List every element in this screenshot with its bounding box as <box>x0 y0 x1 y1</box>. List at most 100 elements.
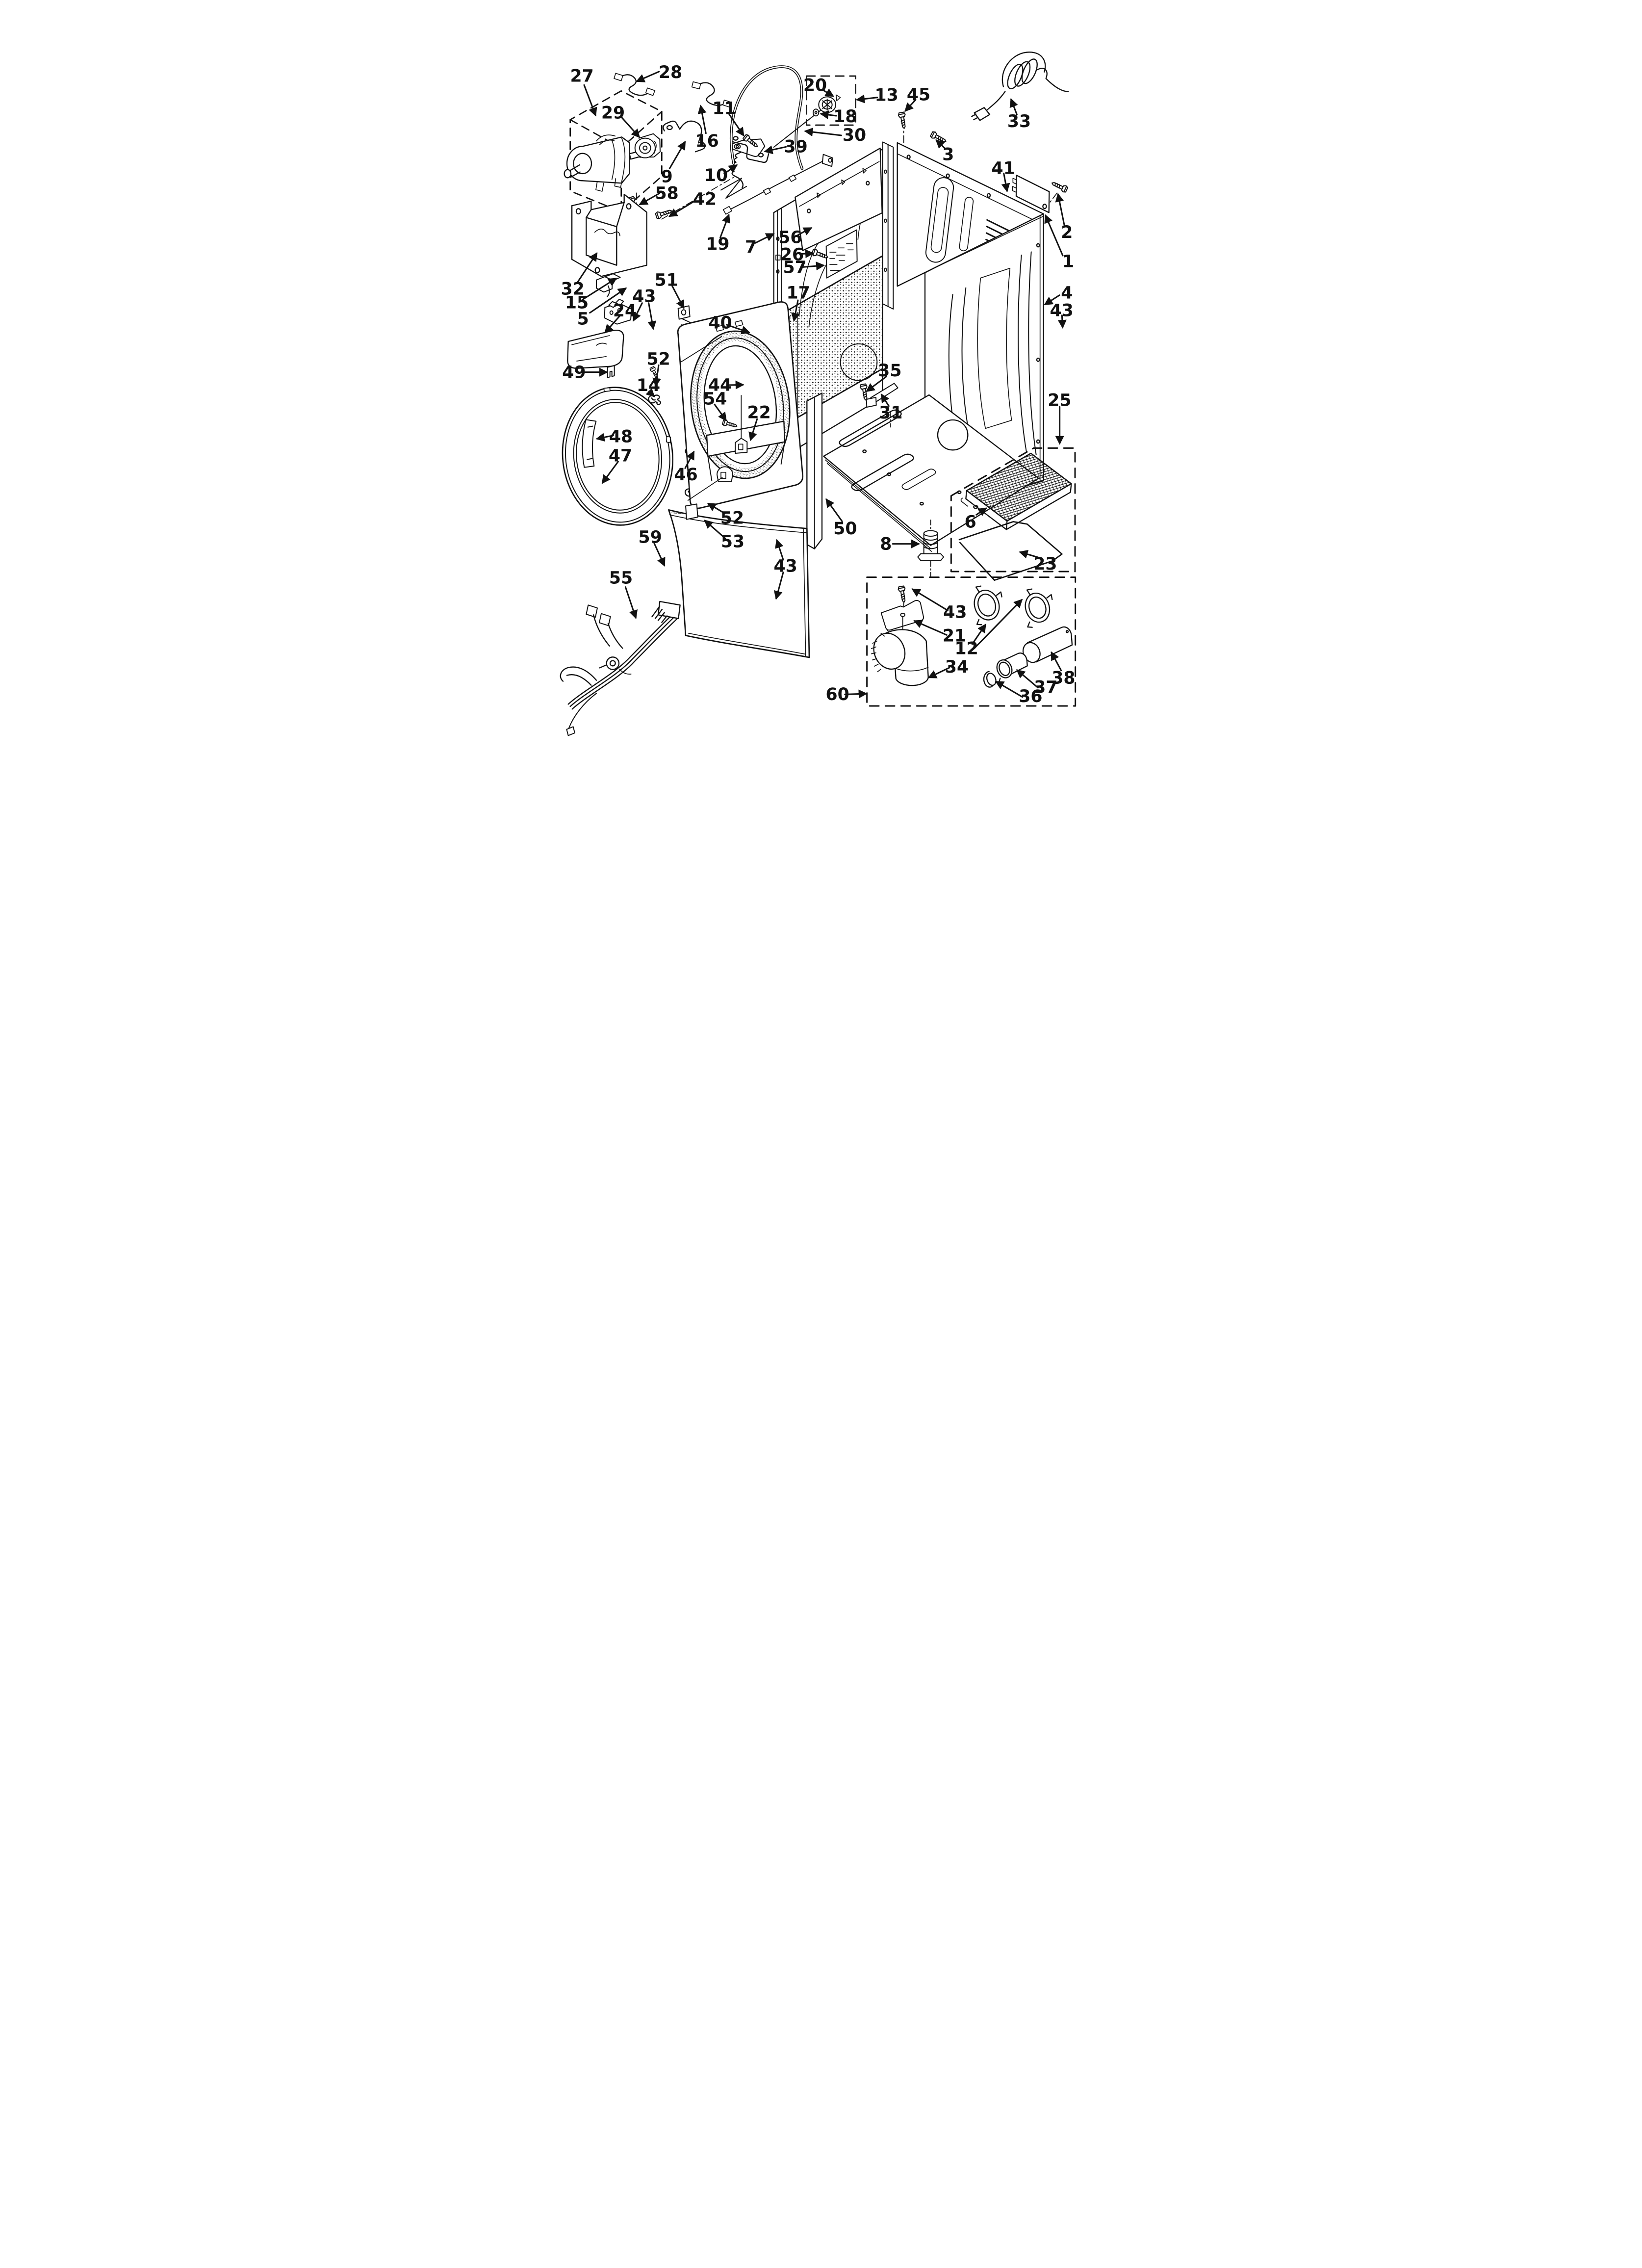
callout-11: 11 <box>713 99 736 118</box>
vent-clamps <box>974 585 1053 628</box>
retainer-clip <box>607 365 615 378</box>
callout-45: 45 <box>907 85 930 104</box>
callout-8: 8 <box>880 534 892 554</box>
callout-43-center: 43 <box>774 557 797 576</box>
thermal-fuse <box>596 273 621 297</box>
callout-1: 1 <box>1062 252 1074 271</box>
callout-43-box: 43 <box>943 603 967 623</box>
callout-23: 23 <box>1033 554 1057 574</box>
callout-20: 20 <box>803 76 827 96</box>
leveling-leg <box>917 520 944 577</box>
callout-32: 32 <box>561 279 585 299</box>
idler-bracket <box>663 120 706 153</box>
callout-6: 6 <box>965 513 976 532</box>
callout-29: 29 <box>601 104 625 123</box>
callout-52-lower: 52 <box>720 509 744 528</box>
drum-support-roller-bracket <box>866 383 898 428</box>
lifter-leader <box>681 336 742 419</box>
vent-pipe-long <box>1022 626 1073 663</box>
rear-corner-channel <box>882 141 894 310</box>
callout-10: 10 <box>704 166 728 185</box>
callout-26: 26 <box>780 245 804 264</box>
callout-37: 37 <box>1034 678 1057 697</box>
callout-7: 7 <box>745 237 757 257</box>
lint-screen-group-dashed-box <box>950 447 1076 573</box>
break-zigzag <box>720 178 747 199</box>
callout-49: 49 <box>562 363 586 382</box>
parts-diagram: 27 28 29 16 11 9 10 58 42 20 18 13 30 39… <box>560 52 1077 736</box>
motor-support-bracket <box>571 193 647 277</box>
callout-3: 3 <box>942 145 954 165</box>
callout-48: 48 <box>609 427 633 447</box>
callout-33: 33 <box>1007 112 1031 131</box>
drive-belt <box>729 65 804 170</box>
vent-thimble <box>996 652 1028 684</box>
thermostat-cover <box>567 330 624 369</box>
callout-13: 13 <box>875 86 898 105</box>
callout-21: 21 <box>943 626 966 646</box>
callout-15: 15 <box>565 293 589 313</box>
rating-plate <box>825 229 858 279</box>
callout-25: 25 <box>1048 391 1071 411</box>
callout-46: 46 <box>674 465 698 485</box>
callout-40: 40 <box>709 313 732 333</box>
callout-18: 18 <box>833 107 857 127</box>
door-catch-dome <box>687 466 733 501</box>
callout-22: 22 <box>747 403 771 422</box>
main-wire-harness <box>560 600 681 736</box>
callout-60: 60 <box>826 685 849 704</box>
callout-17: 17 <box>787 283 810 303</box>
terminal-block-cover <box>1012 175 1050 213</box>
wire-harness-16 <box>691 81 732 108</box>
leader-arrows <box>576 71 1067 699</box>
callout-30: 30 <box>843 126 866 145</box>
callout-4: 4 <box>1061 283 1073 303</box>
callout-54: 54 <box>703 389 727 409</box>
vent-elbow <box>871 629 929 686</box>
callout-44: 44 <box>708 375 732 395</box>
front-corner-post <box>806 392 823 549</box>
air-deflector <box>795 147 883 251</box>
callout-12: 12 <box>955 639 978 659</box>
callout-52: 52 <box>647 350 670 369</box>
door-strike-strip <box>582 419 597 468</box>
callout-58: 58 <box>655 184 679 204</box>
callout-42: 42 <box>693 190 717 209</box>
front-panel <box>668 509 810 658</box>
callout-56: 56 <box>778 228 802 248</box>
drum-front-panel <box>677 301 804 509</box>
callout-16: 16 <box>695 131 719 151</box>
callout-19: 19 <box>706 235 729 254</box>
power-cord <box>971 52 1069 121</box>
baffle-clip <box>735 418 748 454</box>
vent-kit-dashed-box <box>866 576 1077 707</box>
callout-50: 50 <box>833 519 857 539</box>
vent-collar <box>983 671 997 688</box>
callout-43-left: 43 <box>632 287 656 307</box>
parts-diagram-page: 27 28 29 16 11 9 10 58 42 20 18 13 30 39… <box>547 0 1095 756</box>
drive-motor <box>564 134 641 192</box>
motor-pulley <box>634 133 661 158</box>
callout-53: 53 <box>721 532 744 552</box>
callout-38: 38 <box>1052 669 1075 688</box>
callout-47: 47 <box>609 446 632 466</box>
thermal-cutoff-cable <box>722 154 833 215</box>
callout-27: 27 <box>570 67 594 86</box>
callout-57: 57 <box>783 258 807 277</box>
panel-spacer-square <box>671 503 698 520</box>
callout-31: 31 <box>879 403 902 423</box>
callout-41: 41 <box>992 158 1015 178</box>
wire-harness-28 <box>614 73 656 96</box>
callout-5: 5 <box>577 310 589 329</box>
part-callouts: 27 28 29 16 11 9 10 58 42 20 18 13 30 39… <box>561 63 1076 706</box>
idler-pulley-group <box>773 75 856 148</box>
callout-51: 51 <box>655 270 678 290</box>
callout-9: 9 <box>661 167 673 187</box>
callout-36: 36 <box>1019 687 1042 706</box>
vent-clamp-plate <box>880 598 924 633</box>
callout-24: 24 <box>613 301 637 321</box>
callout-55: 55 <box>609 569 633 588</box>
high-limit-switch <box>604 299 632 325</box>
callout-43-right: 43 <box>1050 301 1074 320</box>
callout-28: 28 <box>659 63 682 82</box>
